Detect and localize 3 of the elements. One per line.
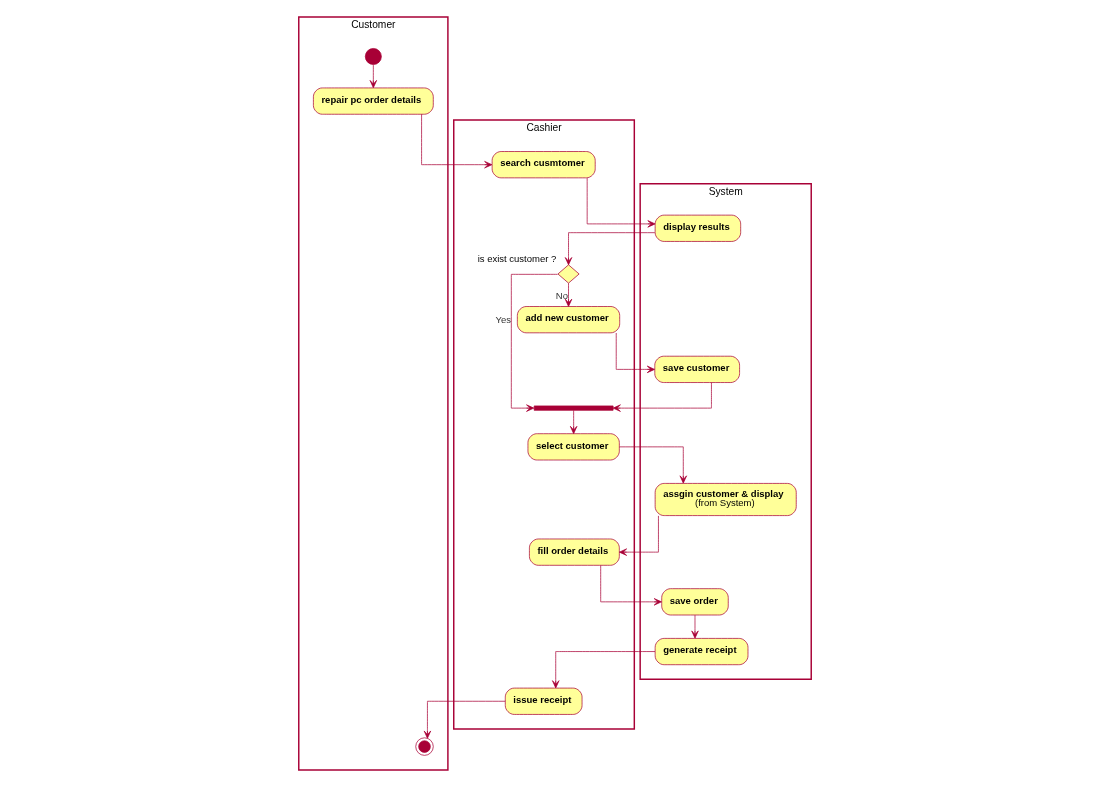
node-label: is exist customer ? (477, 253, 556, 265)
edge-label: Yes (495, 314, 511, 326)
edge-label: No (555, 289, 568, 301)
